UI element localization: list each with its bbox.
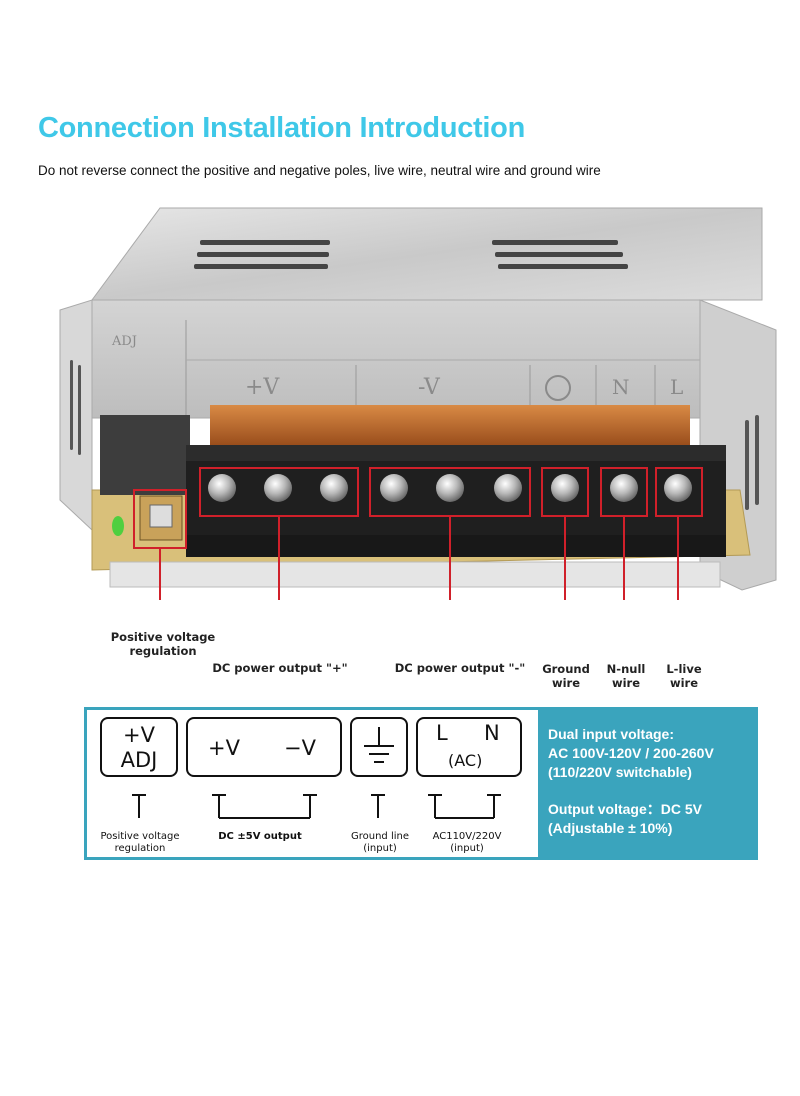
ac-n: N <box>484 721 500 745</box>
ac-label: (AC) <box>448 751 483 770</box>
terminal-screws <box>208 474 692 502</box>
dc-minus: −V <box>284 736 316 760</box>
spec-line-2: AC 100V-120V / 200-260V <box>548 745 714 761</box>
vent-slots <box>194 240 628 269</box>
caption-ac-input: AC110V/220V(input) <box>432 831 502 854</box>
terminal-symbols <box>132 794 501 819</box>
adj-box-top: +V <box>123 723 155 747</box>
ground-box <box>350 717 408 777</box>
caption-ground-line: Ground line(input) <box>350 831 409 854</box>
label-ground-wire: Ground wire <box>542 662 590 690</box>
spec-line-1: Dual input voltage: <box>548 726 674 742</box>
page-subtitle: Do not reverse connect the positive and … <box>38 163 601 178</box>
specs-panel: Dual input voltage: AC 100V-120V / 200-2… <box>538 707 758 860</box>
spec-line-5: (Adjustable ± 10%) <box>548 820 673 836</box>
caption-dc-output: DC ±5V output <box>218 831 302 842</box>
ac-input-box: L N (AC) <box>416 717 522 777</box>
adj-box-bottom: ADJ <box>120 748 158 772</box>
ground-icon <box>364 727 394 763</box>
svg-text:+V: +V <box>245 375 280 400</box>
adj-box: +V ADJ <box>100 717 178 777</box>
dc-output-box: +V −V <box>186 717 342 777</box>
label-dc-output-minus: DC power output "-" <box>394 661 526 675</box>
callout-lines <box>159 516 679 600</box>
label-l-live-wire: L-live wire <box>666 662 702 690</box>
spec-line-3: (110/220V switchable) <box>548 764 692 780</box>
copper-strip <box>210 405 690 445</box>
label-positive-voltage-regulation: Positive voltage regulation <box>110 630 216 658</box>
ac-l: L <box>436 721 448 745</box>
svg-text:L: L <box>670 375 683 399</box>
svg-text:-V: -V <box>418 375 441 400</box>
case-front <box>91 299 701 419</box>
label-dc-output-plus: DC power output "+" <box>212 661 348 675</box>
page-title: Connection Installation Introduction <box>38 112 526 144</box>
label-n-null-wire: N-null wire <box>606 662 646 690</box>
svg-text:N: N <box>612 375 630 399</box>
spec-line-4: Output voltage：DC 5V <box>548 801 703 817</box>
case-top <box>91 207 763 301</box>
dc-plus: +V <box>208 736 240 760</box>
power-supply-photo: ADJ +V -V N L <box>59 207 777 600</box>
svg-text:ADJ: ADJ <box>111 334 137 349</box>
